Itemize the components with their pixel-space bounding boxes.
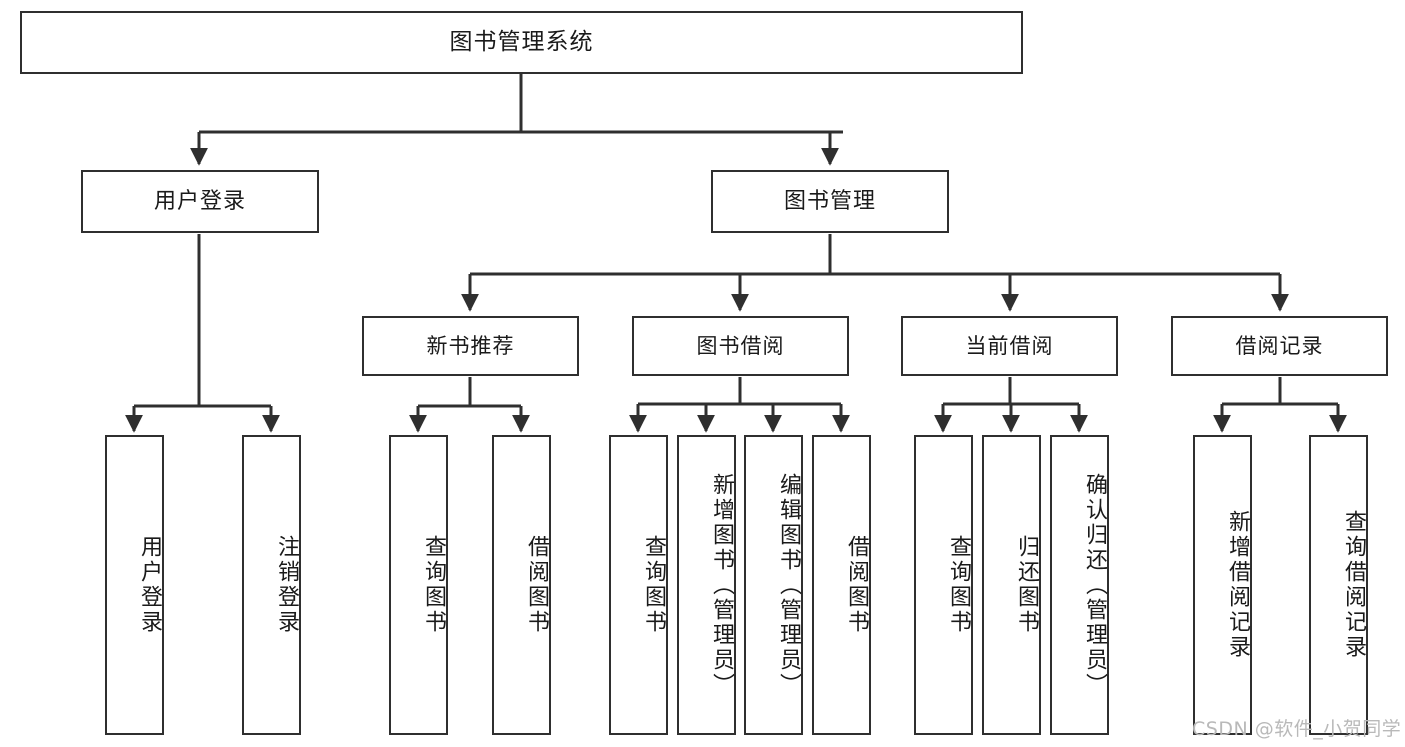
node-leaf-add-record[interactable]: 新增借阅记录 — [1193, 435, 1252, 735]
node-leaf-query-book-2[interactable]: 查询图书 — [609, 435, 668, 735]
node-leaf-query-record-label: 查询借阅记录 — [1341, 510, 1366, 660]
csdn-watermark: CSDN @软件_小贺同学 — [1192, 718, 1402, 740]
node-leaf-edit-book-label: 编辑图书（管理员） — [776, 472, 801, 698]
node-leaf-query-book-3[interactable]: 查询图书 — [914, 435, 973, 735]
node-leaf-query-book-1[interactable]: 查询图书 — [389, 435, 448, 735]
node-user-login[interactable]: 用户登录 — [81, 170, 319, 233]
node-root-label: 图书管理系统 — [449, 28, 594, 55]
node-leaf-query-book-2-label: 查询图书 — [641, 535, 666, 635]
node-current-borrow[interactable]: 当前借阅 — [901, 316, 1118, 376]
node-leaf-return-book[interactable]: 归还图书 — [982, 435, 1041, 735]
node-book-management-label: 图书管理 — [783, 188, 876, 214]
node-borrow-record[interactable]: 借阅记录 — [1171, 316, 1388, 376]
node-leaf-add-record-label: 新增借阅记录 — [1225, 510, 1250, 660]
node-leaf-add-book[interactable]: 新增图书（管理员） — [677, 435, 736, 735]
node-leaf-query-book-3-label: 查询图书 — [946, 535, 971, 635]
node-leaf-borrow-book-1[interactable]: 借阅图书 — [492, 435, 551, 735]
node-leaf-user-login-label: 用户登录 — [137, 535, 162, 635]
node-leaf-confirm-return-label: 确认归还（管理员） — [1082, 472, 1107, 698]
node-book-borrow[interactable]: 图书借阅 — [632, 316, 849, 376]
node-leaf-user-login[interactable]: 用户登录 — [105, 435, 164, 735]
node-leaf-edit-book[interactable]: 编辑图书（管理员） — [744, 435, 803, 735]
node-leaf-return-book-label: 归还图书 — [1014, 535, 1039, 635]
node-root[interactable]: 图书管理系统 — [20, 11, 1023, 74]
node-leaf-logout-login-label: 注销登录 — [274, 535, 299, 635]
node-leaf-query-record[interactable]: 查询借阅记录 — [1309, 435, 1368, 735]
node-new-book-recommend-label: 新书推荐 — [426, 333, 515, 358]
node-leaf-logout-login[interactable]: 注销登录 — [242, 435, 301, 735]
node-new-book-recommend[interactable]: 新书推荐 — [362, 316, 579, 376]
node-leaf-confirm-return[interactable]: 确认归还（管理员） — [1050, 435, 1109, 735]
node-user-login-label: 用户登录 — [153, 188, 246, 214]
node-leaf-query-book-1-label: 查询图书 — [421, 535, 446, 635]
node-book-management[interactable]: 图书管理 — [711, 170, 949, 233]
node-leaf-borrow-book-2-label: 借阅图书 — [844, 535, 869, 635]
node-borrow-record-label: 借阅记录 — [1235, 333, 1324, 358]
node-leaf-add-book-label: 新增图书（管理员） — [709, 472, 734, 698]
node-leaf-borrow-book-2[interactable]: 借阅图书 — [812, 435, 871, 735]
node-leaf-borrow-book-1-label: 借阅图书 — [524, 535, 549, 635]
node-book-borrow-label: 图书借阅 — [696, 333, 785, 358]
node-current-borrow-label: 当前借阅 — [965, 333, 1054, 358]
